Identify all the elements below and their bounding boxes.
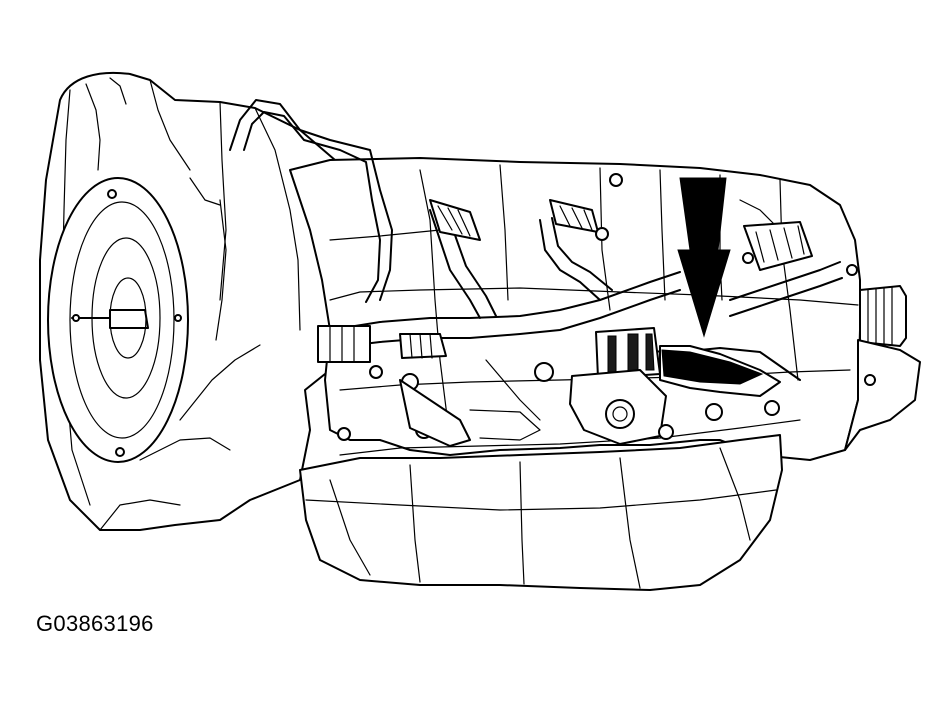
bolt-group bbox=[337, 173, 780, 447]
wiring-harness bbox=[189, 99, 843, 381]
oil-pan bbox=[299, 419, 801, 591]
sensor-assembly bbox=[569, 327, 781, 445]
torque-converter bbox=[47, 177, 189, 463]
output-shaft bbox=[844, 264, 921, 451]
connector-lower-left bbox=[317, 325, 383, 379]
connector-center bbox=[549, 199, 609, 241]
arrow-down-icon bbox=[677, 177, 731, 338]
connector-right bbox=[742, 221, 813, 271]
figure-id-label: G03863196 bbox=[36, 611, 154, 636]
connector-pin-block bbox=[399, 333, 447, 359]
connector-left bbox=[429, 199, 481, 241]
